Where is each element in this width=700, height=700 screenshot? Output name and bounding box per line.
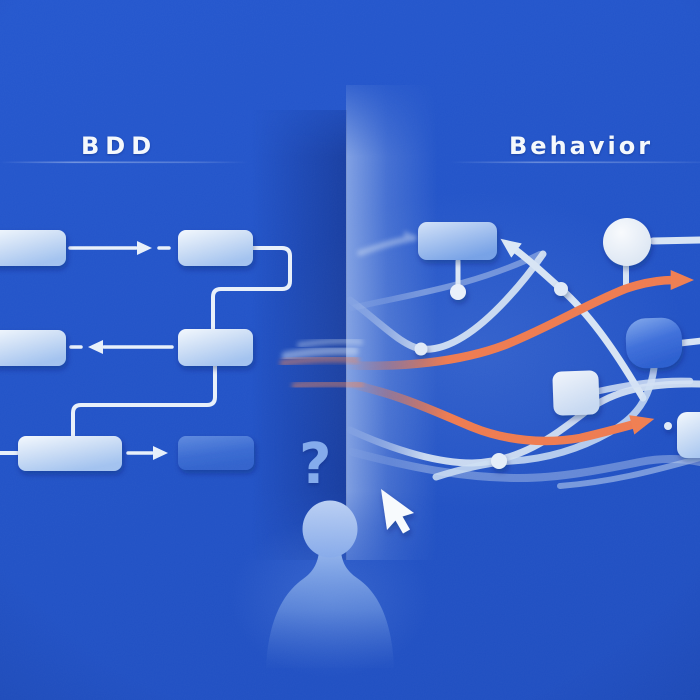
question-mark-icon: ? <box>299 432 332 497</box>
left-panel-title: BDD <box>81 132 158 160</box>
right-panel-title: Behavior <box>509 132 654 160</box>
